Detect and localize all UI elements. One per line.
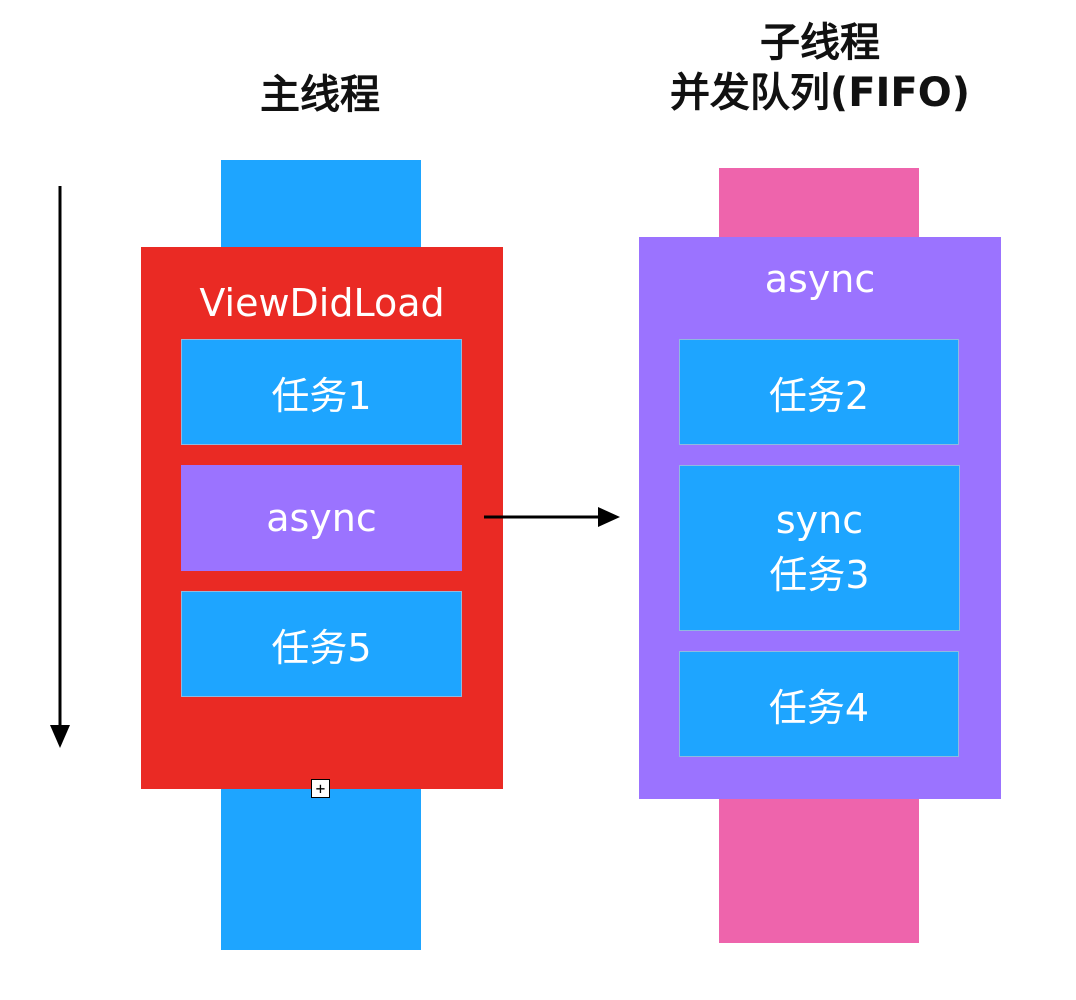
sub-thread-title-line2: 并发队列(FIFO) [669, 70, 971, 116]
sub-thread-top-bar [719, 168, 919, 240]
main-thread-top-bar [221, 160, 421, 248]
arrow-right-icon [484, 507, 620, 527]
viewdidload-label: ViewDidLoad [199, 281, 445, 325]
async-queue-label: async [764, 257, 876, 301]
sub-task-2: 任务2 [679, 339, 959, 445]
main-task-5: 任务5 [181, 591, 462, 697]
expand-marker-icon[interactable]: + [311, 779, 330, 798]
sub-thread-title-line1: 子线程 [760, 20, 880, 66]
main-thread-title: 主线程 [260, 72, 380, 118]
sub-thread-title: 子线程 并发队列(FIFO) [600, 18, 1040, 118]
expand-marker-glyph: + [315, 778, 326, 798]
sub-task-3-sync: sync 任务3 [679, 465, 960, 631]
main-async-block: async [181, 465, 462, 571]
arrow-down-icon [50, 186, 70, 748]
main-task-1: 任务1 [181, 339, 462, 445]
sub-thread-bottom-bar [719, 797, 919, 943]
main-thread-bottom-bar [221, 788, 421, 950]
sub-task-4: 任务4 [679, 651, 959, 757]
